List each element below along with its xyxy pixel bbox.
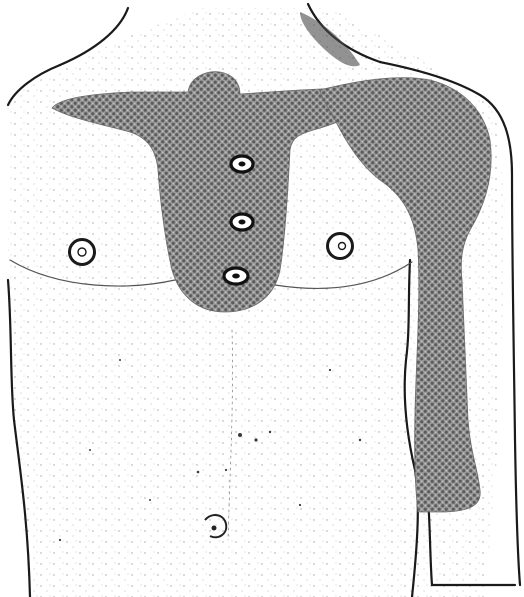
marker-electrode-middle [231, 214, 253, 230]
marker-electrode-upper [231, 156, 253, 172]
marker-right-nipple [70, 240, 95, 265]
marker-left-nipple [328, 234, 353, 259]
marker-electrode-lower [224, 268, 248, 284]
